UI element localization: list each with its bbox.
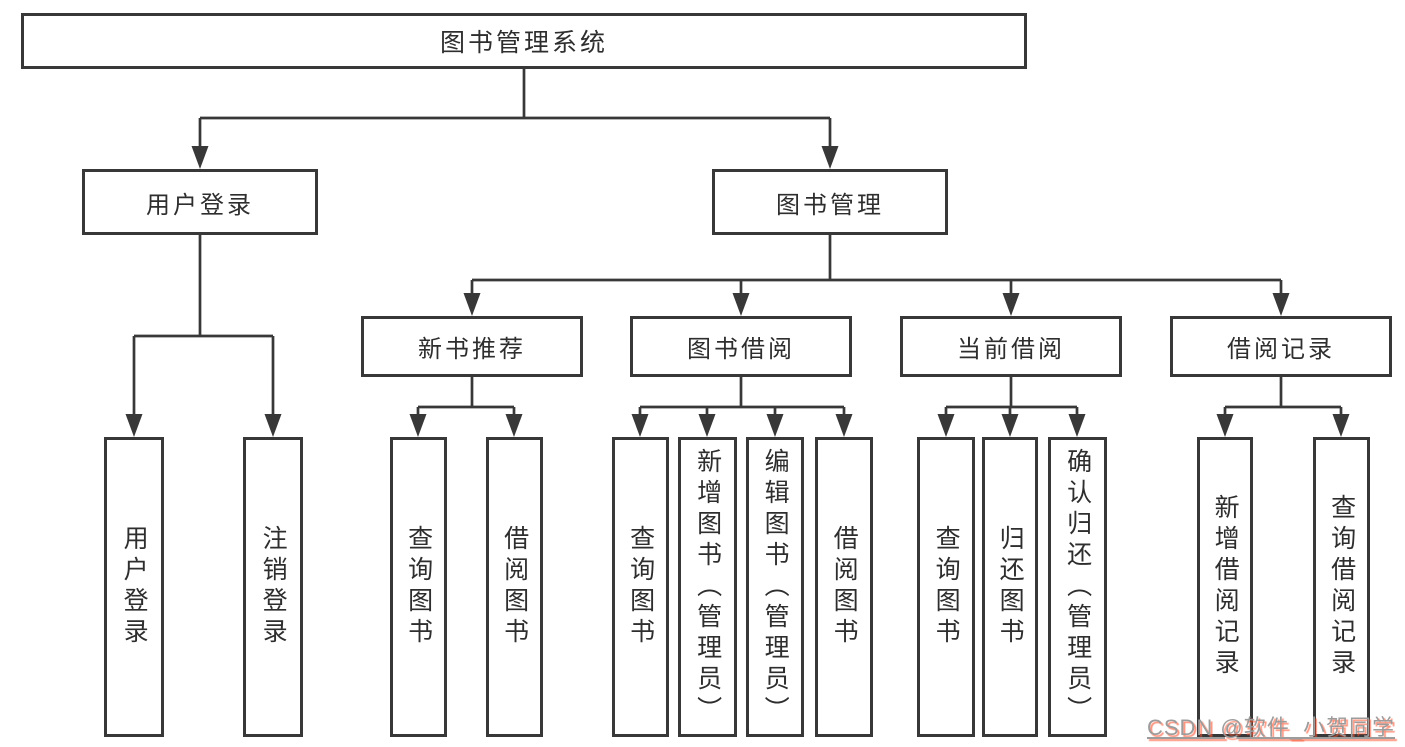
- node-borrowing-records-label: 借阅记录: [1227, 336, 1335, 363]
- node-leaf-borrow-books-2-label: 借阅图书: [830, 525, 859, 649]
- node-book-borrowing: 图书借阅: [630, 316, 852, 377]
- node-leaf-add-borrow-record-label: 新增借阅记录: [1211, 494, 1240, 680]
- node-leaf-query-borrow-record-label: 查询借阅记录: [1327, 494, 1356, 680]
- node-leaf-query-books-2-label: 查询图书: [626, 525, 655, 649]
- node-leaf-edit-books-admin: 编辑图书（管理员）: [746, 437, 804, 737]
- arrowheads: [125, 146, 1350, 437]
- node-leaf-borrow-books-1: 借阅图书: [486, 437, 543, 737]
- node-leaf-add-books-admin-label: 新增图书（管理员）: [693, 447, 722, 727]
- node-leaf-confirm-return-admin: 确认归还（管理员）: [1048, 437, 1107, 737]
- node-root-library-system: 图书管理系统: [21, 13, 1027, 69]
- node-leaf-add-borrow-record: 新增借阅记录: [1197, 437, 1253, 737]
- csdn-watermark: CSDN @软件_小贺同学: [1146, 715, 1395, 740]
- node-leaf-logout-label: 注销登录: [259, 525, 288, 649]
- node-leaf-query-books-1-label: 查询图书: [404, 525, 433, 649]
- node-leaf-edit-books-admin-label: 编辑图书（管理员）: [761, 447, 790, 727]
- node-leaf-user-login: 用户登录: [104, 437, 164, 737]
- node-root-label: 图书管理系统: [439, 29, 608, 57]
- node-leaf-return-books-label: 归还图书: [996, 525, 1025, 649]
- node-leaf-query-borrow-record: 查询借阅记录: [1313, 437, 1370, 737]
- node-user-login-label: 用户登录: [146, 191, 254, 219]
- node-leaf-confirm-return-admin-label: 确认归还（管理员）: [1063, 447, 1092, 727]
- node-leaf-logout: 注销登录: [243, 437, 303, 737]
- node-leaf-borrow-books-1-label: 借阅图书: [500, 525, 529, 649]
- node-user-login: 用户登录: [82, 169, 318, 235]
- node-leaf-query-books-3-label: 查询图书: [932, 525, 961, 649]
- node-borrowing-records: 借阅记录: [1170, 316, 1392, 377]
- node-leaf-borrow-books-2: 借阅图书: [815, 437, 873, 737]
- node-current-borrowing: 当前借阅: [900, 316, 1122, 377]
- node-book-management-label: 图书管理: [776, 191, 884, 219]
- node-leaf-query-books-2: 查询图书: [612, 437, 669, 737]
- node-leaf-query-books-1: 查询图书: [390, 437, 447, 737]
- node-new-book-recommend-label: 新书推荐: [418, 336, 526, 363]
- node-current-borrowing-label: 当前借阅: [957, 336, 1065, 363]
- node-book-borrowing-label: 图书借阅: [687, 336, 795, 363]
- node-book-management: 图书管理: [712, 169, 948, 235]
- node-leaf-user-login-label: 用户登录: [120, 525, 149, 649]
- node-leaf-add-books-admin: 新增图书（管理员）: [678, 437, 737, 737]
- node-new-book-recommend: 新书推荐: [361, 316, 583, 377]
- node-leaf-query-books-3: 查询图书: [917, 437, 975, 737]
- node-leaf-return-books: 归还图书: [982, 437, 1038, 737]
